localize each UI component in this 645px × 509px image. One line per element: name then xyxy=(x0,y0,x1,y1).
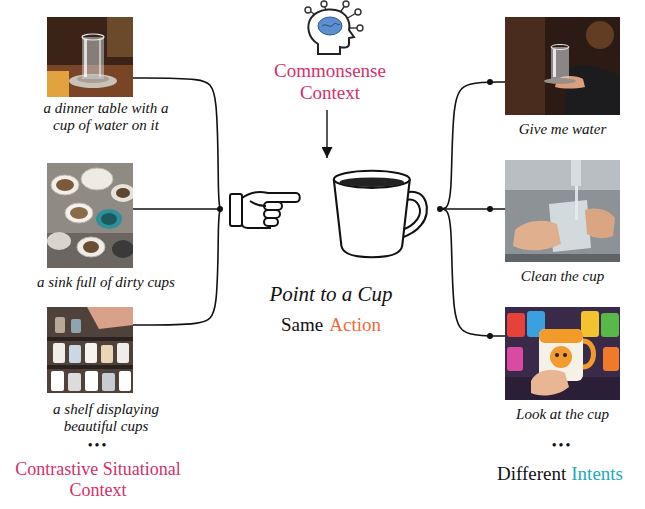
water-photo xyxy=(505,17,620,115)
context-arrow xyxy=(326,110,327,158)
bracket-line xyxy=(440,209,505,336)
photo-caption: Give me water xyxy=(488,121,638,138)
intent-photo: Clean the cup xyxy=(505,160,620,262)
table-photo xyxy=(47,17,133,97)
context-photo: a dinner table with a cup of water on it xyxy=(47,17,133,97)
commonsense-box: Commonsense Context xyxy=(255,0,405,110)
photo-caption: a sink full of dirty cups xyxy=(6,274,206,291)
junction-dot xyxy=(487,79,493,85)
ellipsis-mark: ••• xyxy=(48,438,148,454)
junction-dot xyxy=(487,206,493,212)
group-heading: Different xyxy=(497,463,566,485)
label-row: DifferentIntents xyxy=(470,463,645,485)
cup-drawing xyxy=(334,171,427,257)
context-photo: a sink full of dirty cups xyxy=(47,163,133,268)
action-title: Point to a Cup xyxy=(222,282,440,306)
context-heading: Commonsense Context xyxy=(268,60,393,104)
intent-photo: Give me water xyxy=(505,17,620,115)
bracket-line xyxy=(133,78,222,209)
context-photo: a shelf displaying beautiful cups xyxy=(47,307,133,393)
photo-caption: a shelf displaying beautiful cups xyxy=(34,401,179,436)
junction-dot xyxy=(487,333,493,339)
pointing-hand xyxy=(230,192,300,228)
action-word: Action xyxy=(329,314,381,336)
group-heading: Contrastive Situational Context xyxy=(8,459,188,500)
brain-icon xyxy=(305,1,363,54)
bracket-line xyxy=(133,208,222,210)
sink-photo xyxy=(47,163,135,268)
junction-dot xyxy=(217,206,223,212)
bracket-line xyxy=(440,82,505,209)
washing-photo xyxy=(505,160,620,262)
bracket-line xyxy=(133,209,222,325)
intent-photo: Look at the cup xyxy=(505,307,620,400)
photo-caption: Clean the cup xyxy=(488,268,638,285)
text-row: Same Action xyxy=(222,314,440,336)
action-box: Same Action Point to a Cup xyxy=(222,158,440,343)
action-word: Same xyxy=(281,314,323,336)
shelf-photo xyxy=(47,307,133,393)
bracket-line xyxy=(440,208,505,210)
mugs-photo xyxy=(505,307,620,400)
photo-caption: a dinner table with a cup of water on it xyxy=(34,100,179,135)
group-heading: Intents xyxy=(571,463,623,485)
junction-dot xyxy=(437,206,443,212)
photo-caption: Look at the cup xyxy=(488,406,638,423)
ellipsis-mark: ••• xyxy=(512,438,612,454)
